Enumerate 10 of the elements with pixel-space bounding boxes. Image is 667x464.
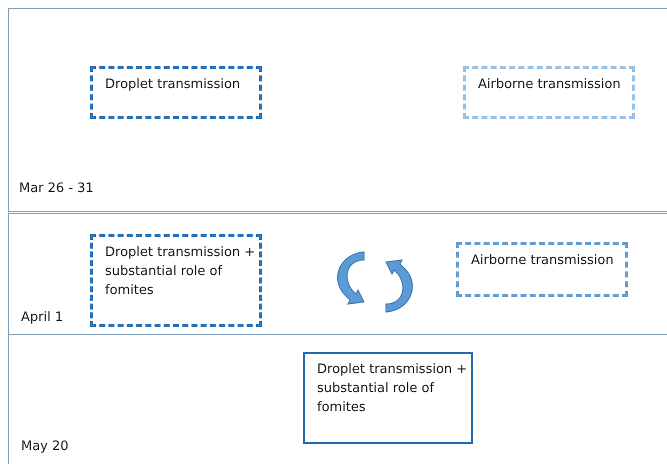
date-label: April 1	[21, 310, 64, 325]
transmission-box: Droplet transmission + substantial role of fomites	[90, 234, 262, 327]
timeline-band	[8, 8, 667, 214]
transmission-box: Droplet transmission	[90, 66, 262, 119]
timeline-band	[8, 214, 667, 335]
date-label: May 20	[21, 439, 69, 454]
transmission-box: Airborne transmission	[456, 242, 628, 297]
transmission-box: Droplet transmission + substantial role of fomites	[303, 352, 473, 444]
date-label: Mar 26 - 31	[19, 181, 94, 196]
transmission-box: Airborne transmission	[463, 66, 635, 119]
